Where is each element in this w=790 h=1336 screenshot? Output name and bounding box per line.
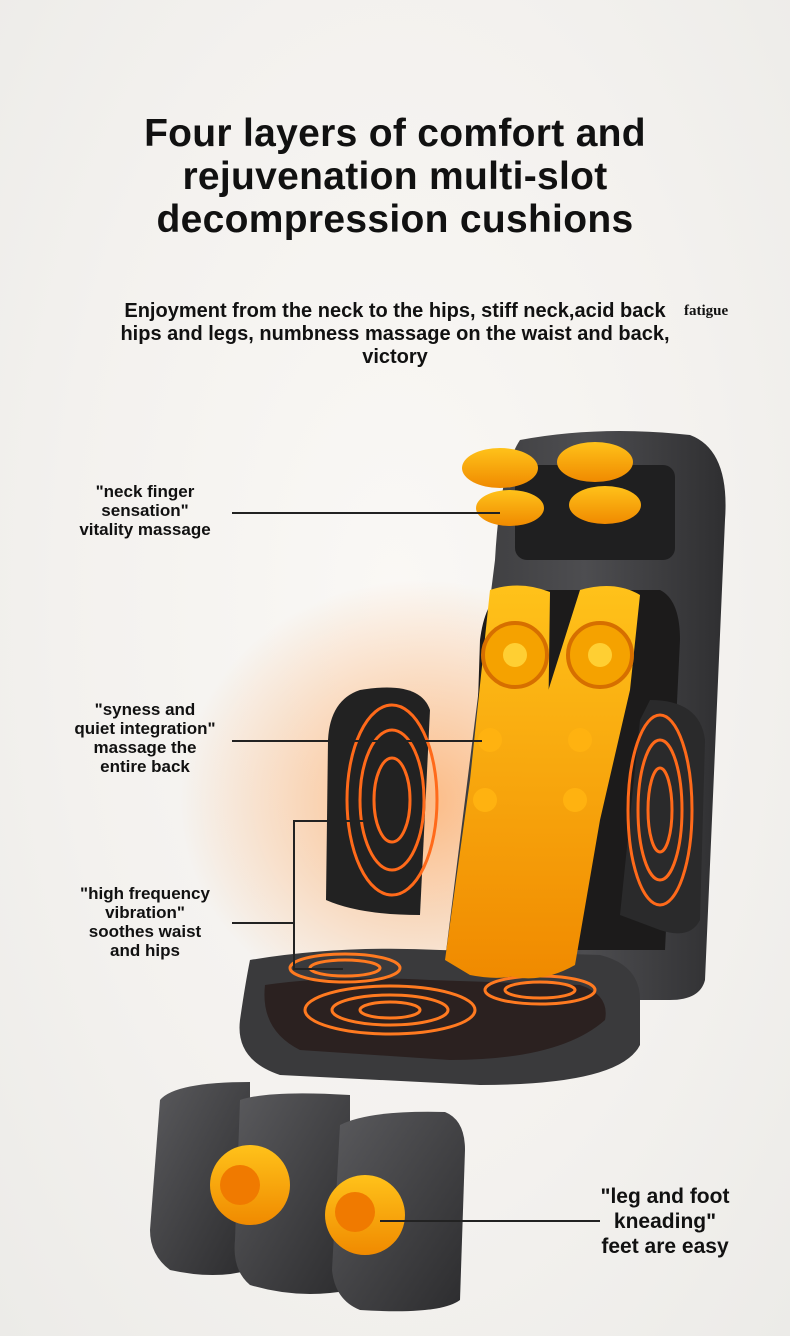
callout-neck-label: "neck finger sensation" vitality massage: [60, 482, 230, 539]
callout-back-leader-line: [232, 740, 482, 742]
callout-leg-label: "leg and foot kneading" feet are easy: [585, 1184, 745, 1259]
title-line-2: rejuvenation multi-slot: [182, 155, 608, 198]
subtitle-overlay-word: fatigue: [684, 303, 729, 319]
left-side-panel: [326, 687, 430, 915]
subtitle-line-1: Enjoyment from the neck to the hips, sti…: [124, 300, 666, 322]
callout-vibration-line-3: soothes waist: [88, 922, 202, 941]
callout-back-line-4: entire back: [100, 757, 190, 776]
title-line-1: Four layers of comfort and: [144, 112, 646, 155]
page-title: Four layers of comfort and rejuvenation …: [0, 112, 790, 241]
callout-vibration-line-4: and hips: [110, 941, 180, 960]
callout-vibration-leader-bottom: [293, 968, 343, 970]
callout-back-label: "syness and quiet integration" massage t…: [55, 700, 235, 776]
title-line-3: decompression cushions: [156, 198, 634, 241]
callout-vibration-label: "high frequency vibration" soothes waist…: [60, 884, 230, 960]
callout-vibration-line-1: "high frequency: [80, 884, 210, 903]
callout-vibration-line-2: vibration": [105, 903, 185, 922]
callout-vibration-leader-v: [293, 820, 295, 970]
callout-back-line-1: "syness and: [94, 700, 196, 719]
back-massage-rollers: [445, 585, 640, 979]
callout-leg-line-3: feet are easy: [601, 1235, 729, 1258]
callout-vibration-leader-top: [293, 820, 363, 822]
callout-neck-leader-line: [232, 512, 500, 514]
page-subtitle: Enjoyment from the neck to the hips, sti…: [0, 300, 790, 369]
callout-back-line-3: massage the: [93, 738, 197, 757]
callout-vibration-leader-h: [232, 922, 294, 924]
callout-neck-line-3: vitality massage: [79, 520, 211, 539]
callout-leg-leader-line: [380, 1220, 600, 1222]
callout-back-line-2: quiet integration": [74, 719, 216, 738]
right-heat-rings: [626, 713, 694, 907]
neck-massage-rollers: [462, 442, 641, 526]
left-heat-rings: [345, 703, 439, 897]
leg-rest: [150, 1082, 465, 1312]
callout-neck-line-2: sensation": [101, 501, 189, 520]
subtitle-line-2: hips and legs, numbness massage on the w…: [120, 323, 670, 345]
callout-leg-line-1: "leg and foot: [600, 1185, 730, 1208]
subtitle-line-3: victory: [362, 346, 428, 368]
callout-leg-line-2: kneading": [613, 1210, 717, 1233]
callout-neck-line-1: "neck finger: [95, 482, 195, 501]
